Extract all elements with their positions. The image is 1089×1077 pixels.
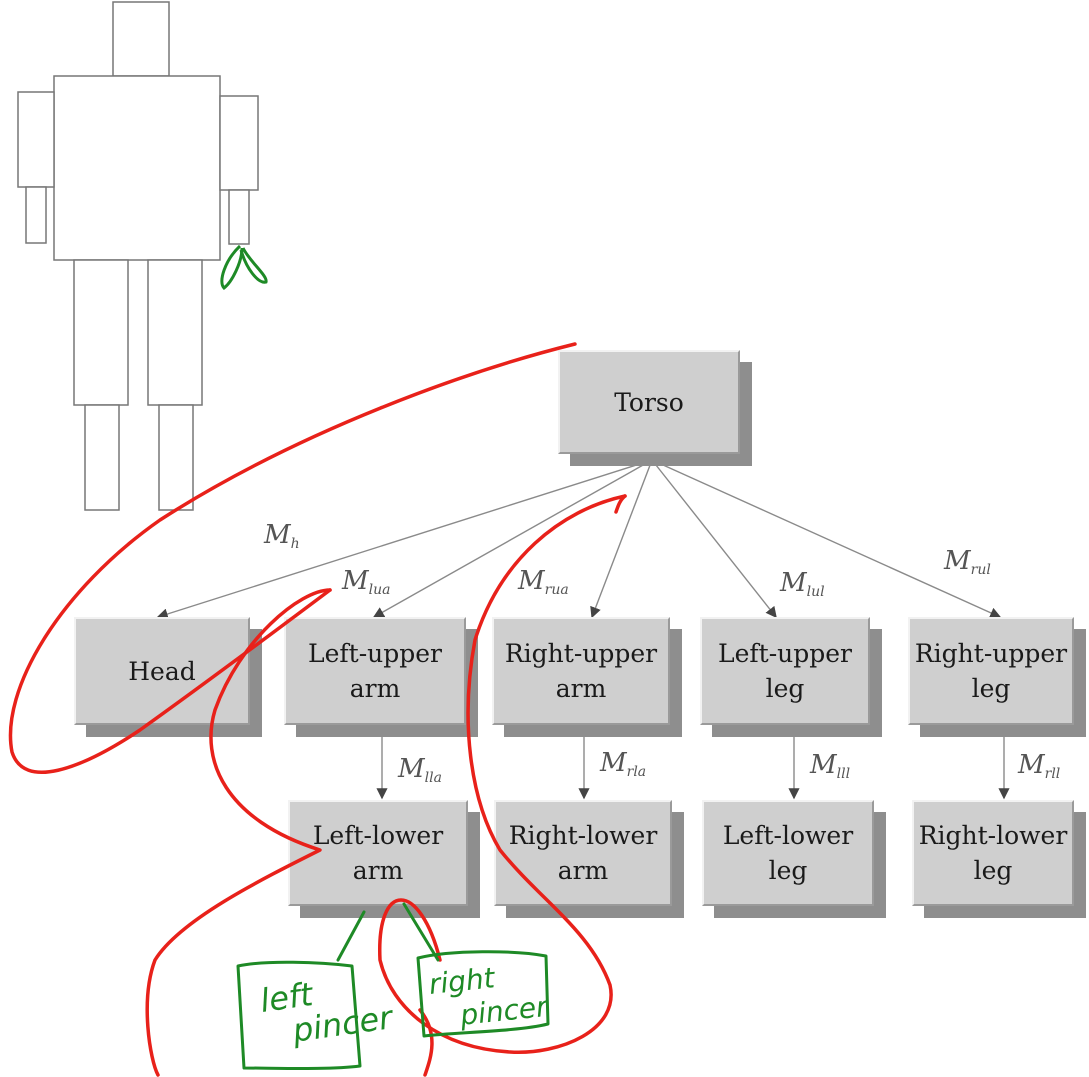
edge-torso-right-upper-arm xyxy=(590,459,653,619)
robot-left-lower-arm xyxy=(25,186,47,244)
node-left-upper-leg: Left-upper leg xyxy=(700,617,882,737)
edge-label-m-lua: Mlua xyxy=(342,566,391,598)
node-label: Right-lower leg xyxy=(918,821,1068,885)
robot-right-upper-leg xyxy=(147,259,203,406)
node-label: Head xyxy=(128,656,196,686)
robot-right-lower-arm xyxy=(228,189,250,245)
node-head: Head xyxy=(74,617,262,737)
node-label: Right-upper arm xyxy=(504,639,658,703)
edge-torso-right-upper-leg xyxy=(651,459,1002,619)
node-right-upper-leg: Right-upper leg xyxy=(908,617,1086,737)
robot-pincer-sketch xyxy=(220,244,268,290)
robot-left-lower-leg xyxy=(84,404,120,511)
edge-label-m-lla: Mlla xyxy=(398,754,442,786)
edge-label-m-rua: Mrua xyxy=(518,566,569,598)
node-label: Left-upper arm xyxy=(308,639,442,703)
node-label: Right-upper leg xyxy=(914,639,1068,703)
green-link-right xyxy=(402,902,440,962)
node-left-lower-leg: Left-lower leg xyxy=(702,800,886,918)
red-loop-head xyxy=(8,342,577,774)
edge-label-m-rla: Mrla xyxy=(600,748,647,780)
edge-torso-head xyxy=(156,459,653,620)
red-loop-torso-tail xyxy=(614,494,627,514)
node-label: Left-lower arm xyxy=(312,821,444,885)
node-left-lower-arm: Left-lower arm xyxy=(288,800,480,918)
node-left-upper-arm: Left-upper arm xyxy=(284,617,478,737)
node-right-lower-leg: Right-lower leg xyxy=(912,800,1086,918)
robot-left-upper-leg xyxy=(73,259,129,406)
edge-label-m-rul: Mrul xyxy=(944,546,991,578)
edge-label-m-h: Mh xyxy=(264,520,300,552)
left-pincer-box xyxy=(236,960,362,1070)
robot-torso xyxy=(53,75,221,261)
edge-torso-left-upper-arm xyxy=(372,459,653,618)
red-loop-left-pincer-tail xyxy=(418,1008,434,1077)
node-label: Torso xyxy=(614,387,684,417)
red-loop-right-arm xyxy=(378,494,627,1054)
edge-label-m-rll: Mrll xyxy=(1018,750,1061,782)
edge-label-m-lul: Mlul xyxy=(780,568,825,600)
node-label: Right-lower arm xyxy=(508,821,658,885)
node-right-lower-arm: Right-lower arm xyxy=(494,800,684,918)
left-pincer-label: leftpincer xyxy=(258,964,397,1053)
node-label: Left-upper leg xyxy=(718,639,852,703)
right-pincer-box xyxy=(416,950,550,1038)
robot-right-lower-leg xyxy=(158,404,194,511)
edge-label-m-lll: Mlll xyxy=(810,750,851,782)
node-label: Left-lower leg xyxy=(722,821,854,885)
node-torso: Torso xyxy=(558,350,752,466)
robot-head xyxy=(112,1,170,77)
node-right-upper-arm: Right-upper arm xyxy=(492,617,682,737)
red-loop-left-arm xyxy=(145,588,332,1077)
edge-torso-left-upper-leg xyxy=(651,459,777,619)
green-link-left xyxy=(336,910,366,962)
right-pincer-label: rightpincer xyxy=(427,956,550,1035)
